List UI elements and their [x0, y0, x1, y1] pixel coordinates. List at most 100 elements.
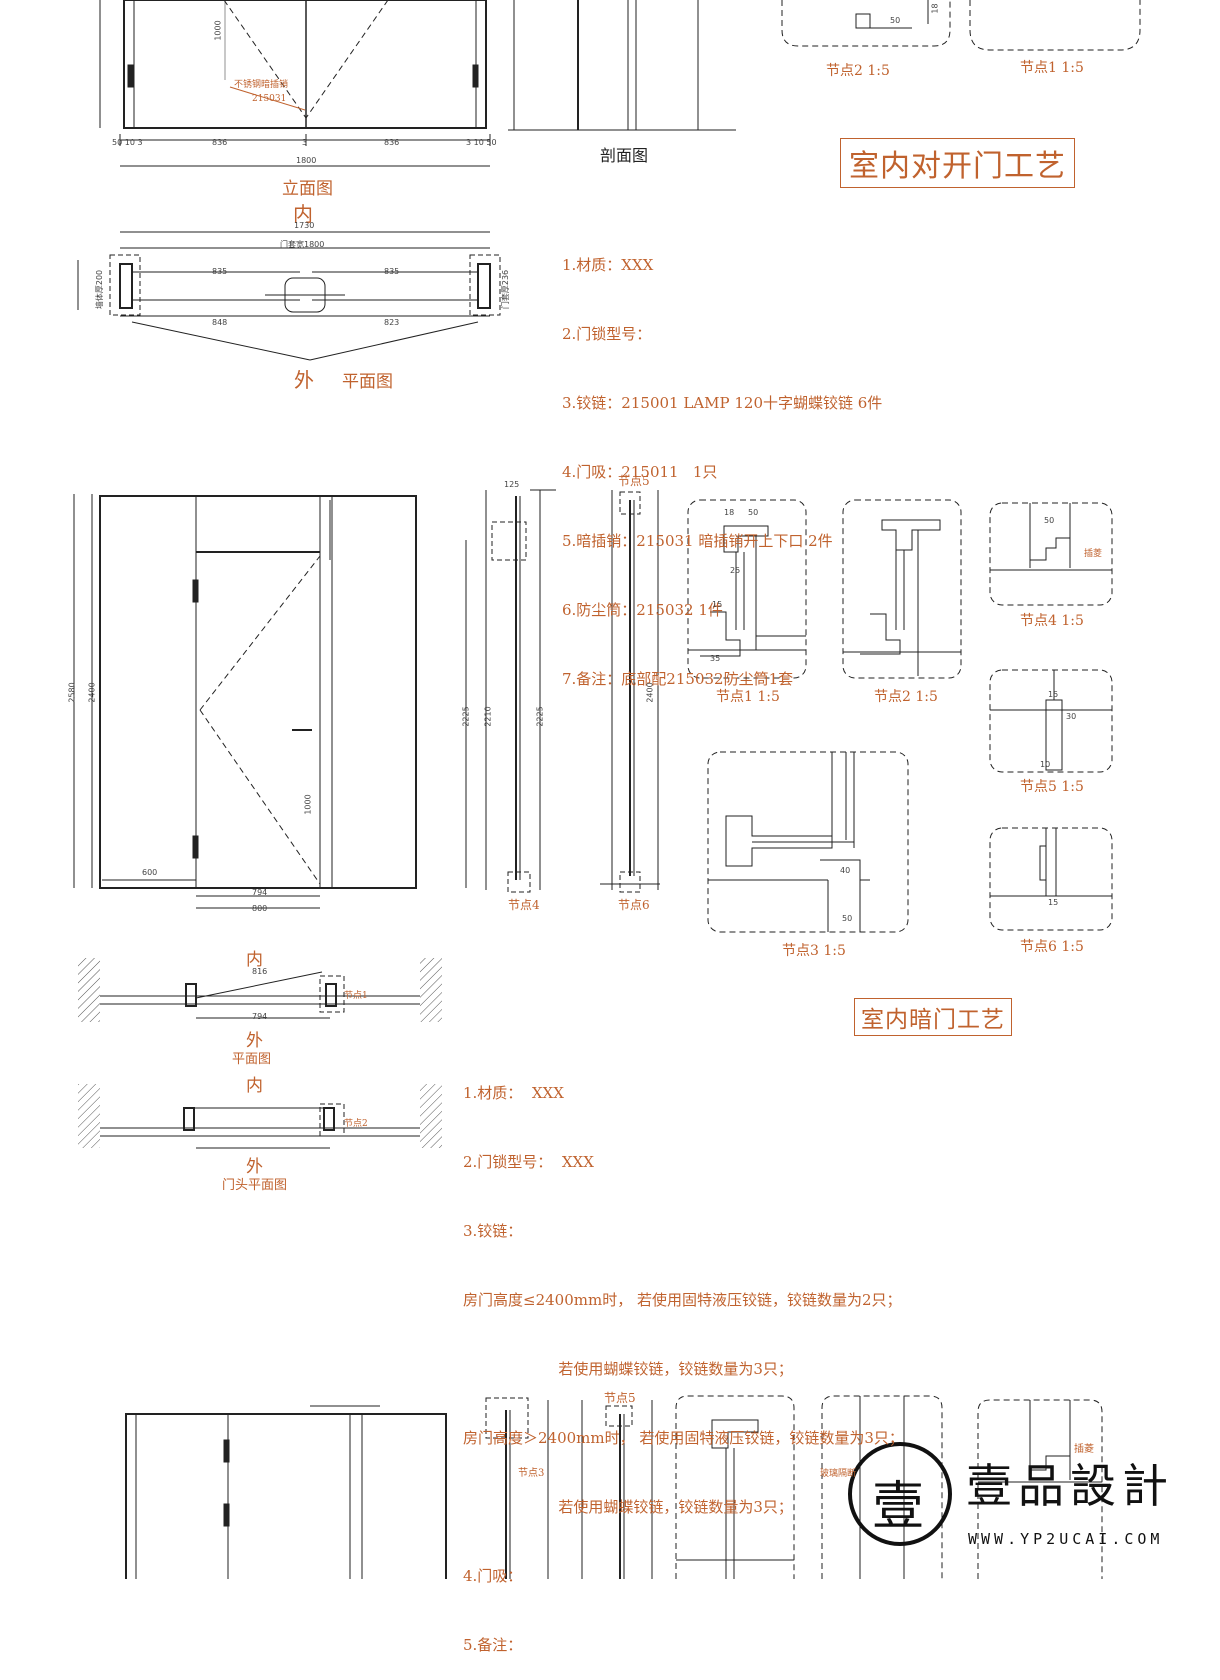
section3-elevation [125, 1405, 447, 1579]
s3-node5-label: 节点5 [604, 1391, 636, 1405]
section-view-label: 剖面图 [600, 146, 649, 165]
s2-head-outer: 外 [246, 1157, 263, 1177]
section2-node4-detail [990, 503, 1112, 571]
section1-section-view [508, 0, 736, 131]
section3-node-frames [675, 1395, 1103, 1579]
section3-node-details [676, 1396, 1102, 1579]
s1-note: 7.备注：底部配215032防尘筒1套 [562, 670, 794, 688]
s1-note: 2.门锁型号： [562, 325, 652, 343]
dim-25-n1: 25 [730, 566, 741, 575]
dim-30-n5: 30 [1066, 712, 1077, 721]
s2-plan-outer: 外 [246, 1031, 263, 1051]
cad-drawing-sheet [73, 0, 1141, 1579]
section2-node2-detail [843, 519, 961, 676]
s2-head-plan-label: 门头平面图 [222, 1178, 288, 1193]
s2-node4-label: 节点4 1:5 [1020, 613, 1084, 629]
dim-125: 125 [504, 480, 520, 489]
s3-node3-label: 节点3 [518, 1468, 545, 1479]
dim-836-left: 836 [212, 138, 228, 147]
dim-15-n5: 15 [1048, 690, 1059, 699]
dim-18-n1: 18 [724, 508, 735, 517]
section2-node3-detail [708, 752, 870, 932]
section2-notes: 1.材质： XXX 2.门锁型号： XXX 3.铰链： 房门高度≤2400mm时… [463, 1036, 904, 1680]
s3-anchor-label: 插菱 [1074, 1444, 1094, 1455]
dim-50-n1: 50 [748, 508, 759, 517]
s2-node4-short: 节点4 [508, 898, 540, 912]
dim-836-right: 836 [384, 138, 400, 147]
bolt-label: 不锈钢暗插销 [234, 80, 289, 90]
s2-note: 5.备注： [463, 1636, 523, 1654]
bolt-code: 215031 [252, 94, 287, 104]
dim-2225: 2225 [461, 706, 471, 727]
dim-794-b: 794 [252, 1012, 268, 1021]
s2-node2-label: 节点2 1:5 [874, 689, 938, 705]
dim-18: 18 [930, 3, 940, 14]
s2-note: 2.门锁型号： XXX [463, 1153, 594, 1171]
s1-node1-label: 节点1 1:5 [1020, 60, 1084, 76]
dim-2400: 2400 [87, 682, 97, 703]
section1-node-frames [781, 0, 1141, 51]
section2-node1-detail [688, 525, 806, 657]
dim-1800: 1800 [296, 156, 317, 165]
s2-node2-short: 节点2 [344, 1119, 368, 1129]
s2-plan-inner: 内 [246, 950, 263, 970]
dim-800: 800 [252, 904, 268, 913]
plan-outer-label: 外 [294, 368, 314, 392]
s2-note: 若使用蝴蝶铰链，铰链数量为3只； [463, 1360, 793, 1378]
dim-1730: 1730 [294, 221, 315, 230]
dim-1000: 1000 [213, 20, 223, 41]
section2-elevation [73, 494, 417, 909]
section1-notes: 1.材质：XXX 2.门锁型号： 3.铰链：215001 LAMP 120十字蝴… [562, 208, 882, 714]
s2-note: 房门高度＞2400mm时， 若使用固特液压铰链，铰链数量为3只； [463, 1429, 904, 1447]
dim-10-n5: 10 [1040, 760, 1051, 769]
section2-node5-detail [990, 670, 1112, 771]
s3-side-label: 玻璃隔断 [820, 1469, 857, 1479]
dim-50-10-3: 50 10 3 [112, 138, 143, 147]
dim-835-right: 835 [384, 267, 400, 276]
s2-note: 房门高度≤2400mm时， 若使用固特液压铰链，铰链数量为2只； [463, 1291, 902, 1309]
dim-door-width: 门套宽1800 [280, 240, 325, 249]
dim-40-n3: 40 [840, 866, 851, 875]
s2-note: 若使用蝴蝶铰链，铰链数量为3只； [463, 1498, 793, 1516]
logo-url: WWW.YP2UCAI.COM [968, 1530, 1164, 1548]
plan-label: 平面图 [342, 372, 393, 392]
s1-note: 6.防尘筒：215032 1件 [562, 601, 723, 619]
s1-note: 5.暗插销：215031 暗插销开上下口 2件 [562, 532, 833, 550]
section2-plan [78, 958, 442, 1022]
dim-2225-b: 2225 [535, 706, 545, 727]
section1-title: 室内对开门工艺 [840, 138, 1075, 188]
dim-50-n3: 50 [842, 914, 853, 923]
dim-15-n6: 15 [1048, 898, 1059, 907]
dim-wall-thickness: 墙体厚200 [95, 269, 105, 310]
section2-section-b [600, 490, 660, 893]
dim-794: 794 [252, 888, 268, 897]
s1-note: 1.材质：XXX [562, 256, 654, 274]
section1-elevation [99, 0, 491, 167]
dim-50-n4: 50 [1044, 516, 1055, 525]
s2-node1-label: 节点1 1:5 [716, 689, 780, 705]
dim-835-left: 835 [212, 267, 228, 276]
dim-3: 3 [302, 138, 308, 147]
s2-node1-short: 节点1 [344, 991, 368, 1001]
section2-section-a [465, 489, 556, 893]
s2-node6-label: 节点6 1:5 [1020, 939, 1084, 955]
s2-note: 3.铰链： [463, 1222, 523, 1240]
s2-node3-label: 节点3 1:5 [782, 943, 846, 959]
section2-head-plan [78, 1084, 442, 1149]
section3-sections [485, 1397, 653, 1579]
plan-inner-label: 内 [293, 202, 313, 226]
s1-note: 4.门吸：215011 1只 [562, 463, 718, 481]
elevation-label: 立面图 [282, 179, 333, 199]
dim-848: 848 [212, 318, 228, 327]
dim-2580: 2580 [67, 682, 77, 703]
s2-node5-label: 节点5 1:5 [1020, 779, 1084, 795]
dim-35-n1: 35 [710, 654, 721, 663]
section2-title: 室内暗门工艺 [854, 998, 1012, 1036]
section1-plan [77, 231, 501, 361]
dim-frame-thickness: 门套厚236 [501, 269, 511, 310]
dim-1000-b: 1000 [303, 794, 313, 815]
dim-3-10-50: 3 10 50 [466, 138, 497, 147]
dim-2210: 2210 [483, 706, 493, 727]
dim-816: 816 [252, 967, 268, 976]
s2-plan-label: 平面图 [232, 1052, 272, 1067]
